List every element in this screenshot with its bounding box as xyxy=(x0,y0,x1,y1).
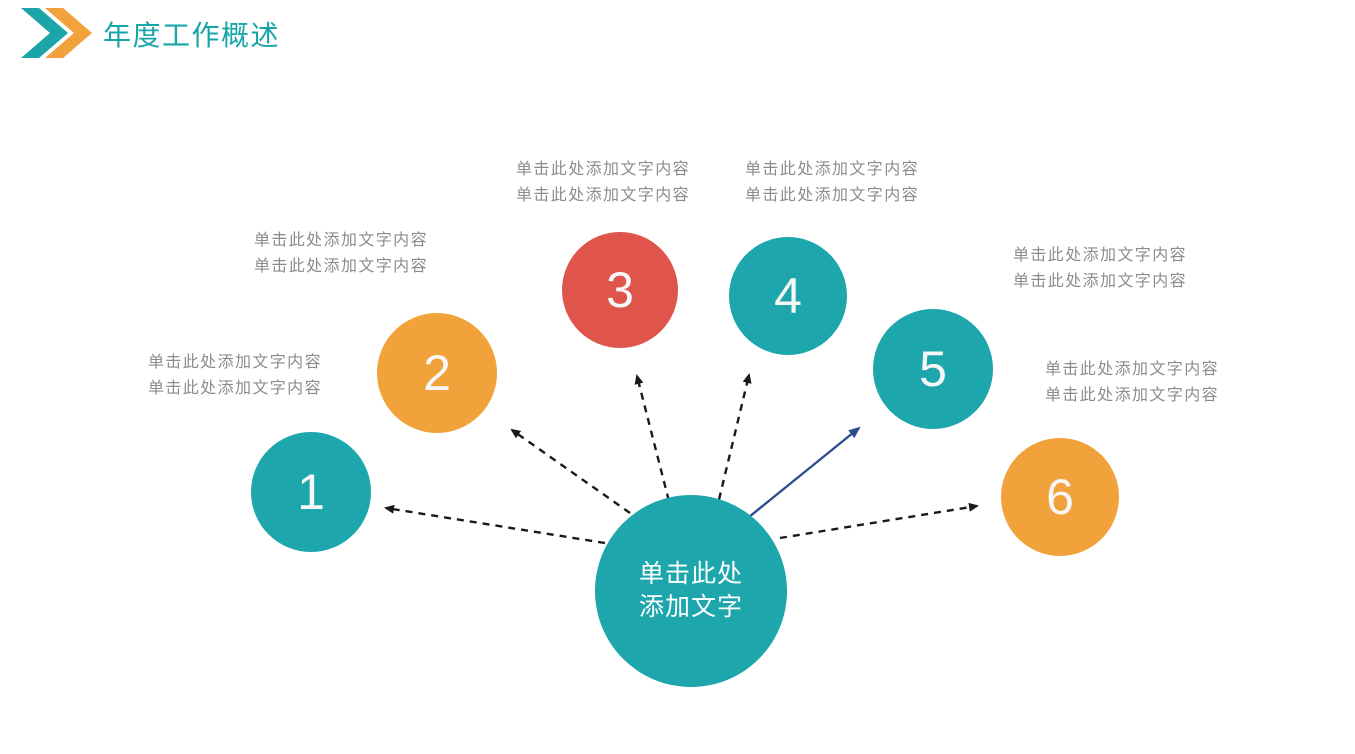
label-node-5[interactable]: 单击此处添加文字内容 单击此处添加文字内容 xyxy=(1013,243,1193,295)
label-node-4[interactable]: 单击此处添加文字内容 单击此处添加文字内容 xyxy=(745,157,925,209)
node-number-5: 5 xyxy=(919,341,947,397)
label-line: 单击此处添加文字内容 xyxy=(1013,247,1188,264)
page-title: 年度工作概述 xyxy=(103,20,281,51)
arrow-to-node-3 xyxy=(634,374,674,514)
node-number-1: 1 xyxy=(297,464,325,520)
label-node-1[interactable]: 单击此处添加文字内容 单击此处添加文字内容 xyxy=(142,350,322,402)
node-number-6: 6 xyxy=(1046,469,1074,525)
label-line: 单击此处添加文字内容 xyxy=(1013,273,1188,290)
arrow-to-node-1 xyxy=(384,504,606,545)
label-line: 单击此处添加文字内容 xyxy=(147,380,322,397)
label-node-2[interactable]: 单击此处添加文字内容 单击此处添加文字内容 xyxy=(248,228,428,280)
node-number-4: 4 xyxy=(774,268,802,324)
label-line: 单击此处添加文字内容 xyxy=(253,258,428,275)
label-line: 单击此处添加文字内容 xyxy=(745,161,920,178)
center-text-line1: 单击此处 xyxy=(638,560,743,588)
chevron-back xyxy=(45,8,92,58)
label-line: 单击此处添加文字内容 xyxy=(745,187,920,204)
label-line: 单击此处添加文字内容 xyxy=(516,161,691,178)
chevron-front xyxy=(21,8,68,58)
label-line: 单击此处添加文字内容 xyxy=(1045,387,1220,404)
label-line: 单击此处添加文字内容 xyxy=(147,354,322,371)
arrow-to-node-6 xyxy=(779,502,979,540)
arrow-to-node-4 xyxy=(714,373,752,513)
node-number-3: 3 xyxy=(606,262,634,318)
label-line: 单击此处添加文字内容 xyxy=(516,187,691,204)
center-circle-placeholder[interactable]: 单击此处 添加文字 xyxy=(595,495,787,687)
center-text-line2: 添加文字 xyxy=(638,593,743,621)
arrow-to-node-5 xyxy=(748,426,861,518)
arrow-to-node-2 xyxy=(510,428,631,514)
label-line: 单击此处添加文字内容 xyxy=(1045,361,1220,378)
label-node-6[interactable]: 单击此处添加文字内容 单击此处添加文字内容 xyxy=(1045,357,1225,409)
node-circle-6[interactable]: 6 xyxy=(1001,438,1119,556)
node-circle-1[interactable]: 1 xyxy=(251,432,371,552)
label-line: 单击此处添加文字内容 xyxy=(253,232,428,249)
node-number-2: 2 xyxy=(423,345,451,401)
double-chevron-icon xyxy=(21,8,92,58)
label-node-3[interactable]: 单击此处添加文字内容 单击此处添加文字内容 xyxy=(516,157,696,209)
node-circle-3[interactable]: 3 xyxy=(562,232,678,348)
node-circle-2[interactable]: 2 xyxy=(377,313,497,433)
node-circle-4[interactable]: 4 xyxy=(729,237,847,355)
node-circle-5[interactable]: 5 xyxy=(873,309,993,429)
